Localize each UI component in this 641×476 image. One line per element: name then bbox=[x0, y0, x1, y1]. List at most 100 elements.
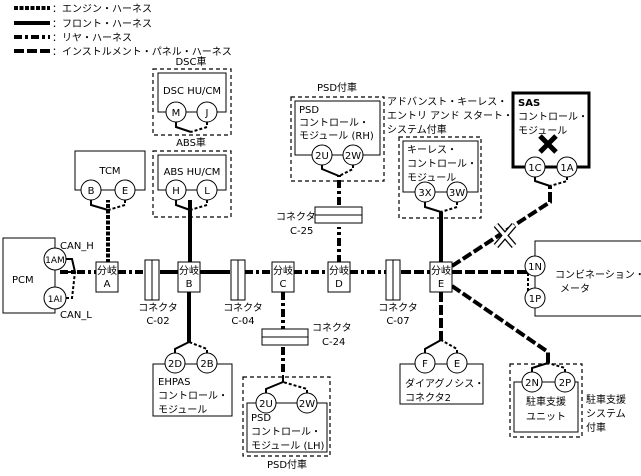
tcm-module: TCM B E bbox=[74, 150, 146, 211]
wire bbox=[534, 177, 551, 187]
abs-name: ABS HU/CM bbox=[164, 167, 221, 178]
connector-pin bbox=[554, 371, 576, 393]
label: コントロール・ bbox=[518, 112, 588, 123]
wire bbox=[175, 200, 191, 211]
label: コネクタ bbox=[223, 302, 263, 314]
wire bbox=[107, 200, 126, 211]
connector-pin bbox=[43, 286, 67, 310]
wire bbox=[531, 362, 549, 372]
label: 2P bbox=[559, 378, 571, 389]
wire bbox=[549, 177, 568, 187]
component-box bbox=[261, 328, 309, 338]
label: SAS bbox=[518, 98, 540, 109]
wire bbox=[538, 134, 558, 154]
branch-d: 分岐D bbox=[327, 261, 351, 293]
abs-module: ABS車 ABS HU/CM H L bbox=[152, 136, 232, 218]
wire bbox=[424, 339, 442, 353]
label: 2U bbox=[315, 151, 329, 162]
label: 2D bbox=[168, 359, 182, 370]
wire bbox=[60, 258, 77, 273]
not-connected-x-icon bbox=[538, 134, 558, 154]
diagnosis-connector-2: F E ダイアグノシス・ コネクタ2 bbox=[399, 339, 484, 405]
wire bbox=[338, 165, 354, 177]
component-box bbox=[314, 206, 363, 216]
label: コネクタ bbox=[378, 302, 418, 314]
label: 2B bbox=[200, 359, 213, 370]
component-box bbox=[429, 261, 453, 293]
connector-pin bbox=[524, 255, 546, 277]
psd-rh-condition-label: PSD付車 bbox=[317, 81, 357, 94]
psd-lh-module: 2U 2W PSD コントロール・ モジュール (LH) PSD付車 bbox=[242, 375, 331, 471]
label: A bbox=[104, 279, 111, 290]
label: EHPAS bbox=[158, 377, 190, 388]
label: キーレス・ bbox=[407, 145, 457, 156]
label: PCM bbox=[12, 275, 34, 286]
wire bbox=[174, 341, 190, 353]
component-box bbox=[144, 259, 153, 301]
label: E bbox=[438, 279, 444, 290]
connector-pin bbox=[521, 371, 543, 393]
wire bbox=[282, 381, 308, 393]
component-box bbox=[534, 240, 641, 317]
sas-module: SAS コントロール・ モジュール 1C 1A bbox=[511, 91, 591, 187]
connector-pin bbox=[164, 352, 186, 374]
pin-m bbox=[165, 101, 187, 123]
label: C-24 bbox=[322, 337, 345, 348]
connector-pin bbox=[414, 181, 436, 203]
connector-pin bbox=[311, 144, 333, 166]
connector-pin bbox=[196, 179, 218, 201]
label: M bbox=[172, 108, 181, 119]
label: 1AM bbox=[45, 256, 65, 266]
branch-a: 分岐 A bbox=[95, 261, 119, 293]
connector-c07: コネクタ C-07 bbox=[378, 259, 418, 327]
label: コントロール・ bbox=[299, 118, 369, 129]
dsc-condition-label: DSC車 bbox=[175, 55, 206, 68]
label: 2U bbox=[259, 399, 273, 410]
label: L bbox=[204, 186, 210, 197]
label: コントロール・ bbox=[158, 391, 228, 402]
component-box bbox=[392, 259, 401, 301]
label: コネクタ bbox=[138, 302, 178, 314]
label: 2W bbox=[345, 151, 361, 162]
label: C-07 bbox=[386, 316, 409, 327]
component-box bbox=[152, 150, 232, 218]
label: PSD bbox=[251, 413, 271, 424]
label: C-25 bbox=[290, 226, 313, 237]
dsc-module: DSC車 DSC HU/CM M J bbox=[152, 55, 232, 136]
component-box bbox=[398, 136, 482, 219]
psd-rh-module: PSD付車 PSD コントロール・ モジュール (RH) 2U 2W bbox=[290, 81, 385, 182]
wire bbox=[440, 339, 458, 353]
label: アドバンスト・キーレス・ bbox=[387, 96, 507, 108]
label: コネクタ2 bbox=[405, 392, 451, 404]
component-box bbox=[294, 100, 381, 156]
legend-front-label: ：フロント・ハーネス bbox=[52, 18, 152, 30]
label: コネクタ bbox=[276, 211, 316, 223]
label: コンビネーション・ bbox=[555, 269, 641, 281]
label: TCM bbox=[98, 166, 120, 177]
label: B bbox=[88, 186, 95, 197]
component-box bbox=[511, 91, 591, 169]
label: システム bbox=[586, 408, 626, 420]
wire bbox=[424, 202, 442, 213]
component-box bbox=[237, 259, 246, 301]
component-box bbox=[157, 72, 227, 113]
component-box bbox=[230, 259, 239, 301]
component-box bbox=[271, 261, 295, 293]
parking-assist-unit: 2N 2P 駐車支援 ユニット 駐車支援 システム 付車 bbox=[509, 362, 626, 438]
label: 分岐 bbox=[97, 264, 117, 277]
branch-e: 分岐E bbox=[429, 261, 453, 293]
ehpas-module: 2D 2B EHPAS コントロール・ モジュール bbox=[152, 341, 233, 417]
label: H bbox=[172, 186, 180, 197]
label: 分岐 bbox=[273, 264, 293, 277]
pin-j bbox=[196, 101, 218, 123]
label: D bbox=[335, 279, 343, 290]
connector-c25: コネクタ C-25 bbox=[276, 206, 363, 237]
connector-c24: コネクタ C-24 bbox=[261, 322, 352, 348]
connector-pin bbox=[524, 287, 546, 309]
abs-condition-label: ABS車 bbox=[176, 136, 206, 149]
label: モジュール bbox=[158, 405, 207, 416]
label: C-04 bbox=[231, 316, 254, 327]
label: コネクタ bbox=[312, 322, 352, 334]
wire-e-parking bbox=[450, 284, 550, 363]
